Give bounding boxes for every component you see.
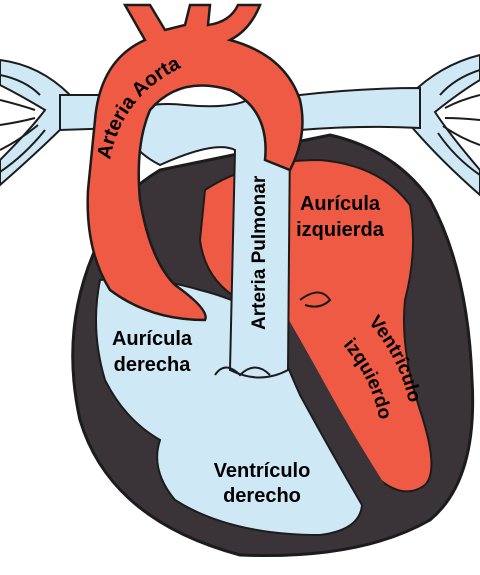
label-arteria-pulmonar: Arteria Pulmonar: [249, 175, 270, 330]
label-ventriculo-derecho-2: derecho: [223, 485, 301, 507]
label-auricula-izquierda-1: Aurícula: [300, 193, 381, 215]
label-auricula-izquierda-2: izquierda: [296, 219, 385, 241]
pulmonary-valve: [214, 366, 271, 377]
interventricular-septum: [270, 305, 385, 505]
aortic-arch: [86, 3, 304, 322]
right-lung-vessels: [409, 53, 480, 197]
label-ventriculo-derecho-1: Ventrículo: [214, 460, 311, 482]
label-auricula-derecha-1: Aurícula: [112, 328, 193, 350]
label-auricula-derecha-2: derecha: [114, 354, 192, 376]
mitral-valve: [299, 291, 332, 308]
left-lung-vessels: [0, 58, 71, 187]
